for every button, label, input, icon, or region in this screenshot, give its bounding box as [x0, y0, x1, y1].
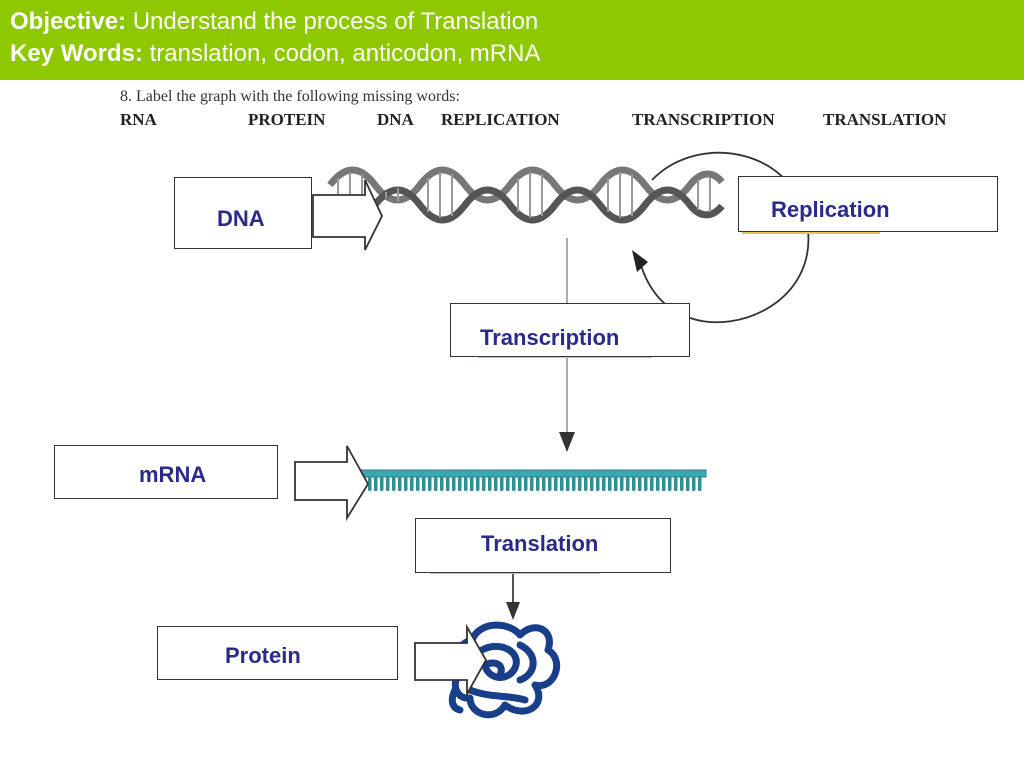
- header-banner: Objective: Understand the process of Tra…: [0, 0, 1024, 80]
- transcription-arrowhead: [559, 432, 575, 452]
- dna-block-arrow: [312, 179, 384, 251]
- objective-text: Understand the process of Translation: [126, 8, 539, 35]
- word-bank-item: REPLICATION: [441, 110, 560, 129]
- dna-label: DNA: [217, 206, 265, 231]
- word-bank-item: TRANSCRIPTION: [632, 110, 775, 129]
- keywords-label: Key Words:: [10, 40, 143, 67]
- translation-label-box: Translation: [415, 518, 671, 573]
- word-bank-item: PROTEIN: [248, 110, 326, 129]
- objective-line: Objective: Understand the process of Tra…: [10, 6, 1014, 38]
- translation-arrowhead: [506, 602, 520, 620]
- objective-label: Objective:: [10, 8, 127, 35]
- dna-label-box: DNA: [174, 177, 312, 249]
- word-bank-item: RNA: [120, 110, 157, 129]
- keywords-text: translation, codon, anticodon, mRNA: [142, 40, 541, 67]
- worksheet-instruction: 8. Label the graph with the following mi…: [120, 88, 460, 105]
- replication-label-box: Replication: [738, 176, 998, 232]
- translation-label: Translation: [481, 531, 599, 556]
- protein-label-box: Protein: [157, 626, 398, 680]
- dna-double-helix-icon: [327, 166, 725, 224]
- protein-label: Protein: [225, 643, 301, 668]
- word-bank-item: DNA: [377, 110, 414, 129]
- word-bank-item: TRANSLATION: [823, 110, 947, 129]
- mrna-label-box: mRNA: [54, 445, 278, 499]
- mrna-block-arrow: [294, 445, 370, 522]
- transcription-label: Transcription: [480, 325, 620, 350]
- transcription-label-box: Transcription: [450, 303, 690, 357]
- keywords-line: Key Words: translation, codon, anticodon…: [10, 38, 1014, 70]
- protein-block-arrow: [414, 623, 488, 698]
- mrna-strand-icon: [359, 469, 707, 491]
- mrna-label: mRNA: [139, 462, 207, 487]
- replication-label: Replication: [771, 197, 890, 222]
- replication-arrowhead: [632, 250, 648, 272]
